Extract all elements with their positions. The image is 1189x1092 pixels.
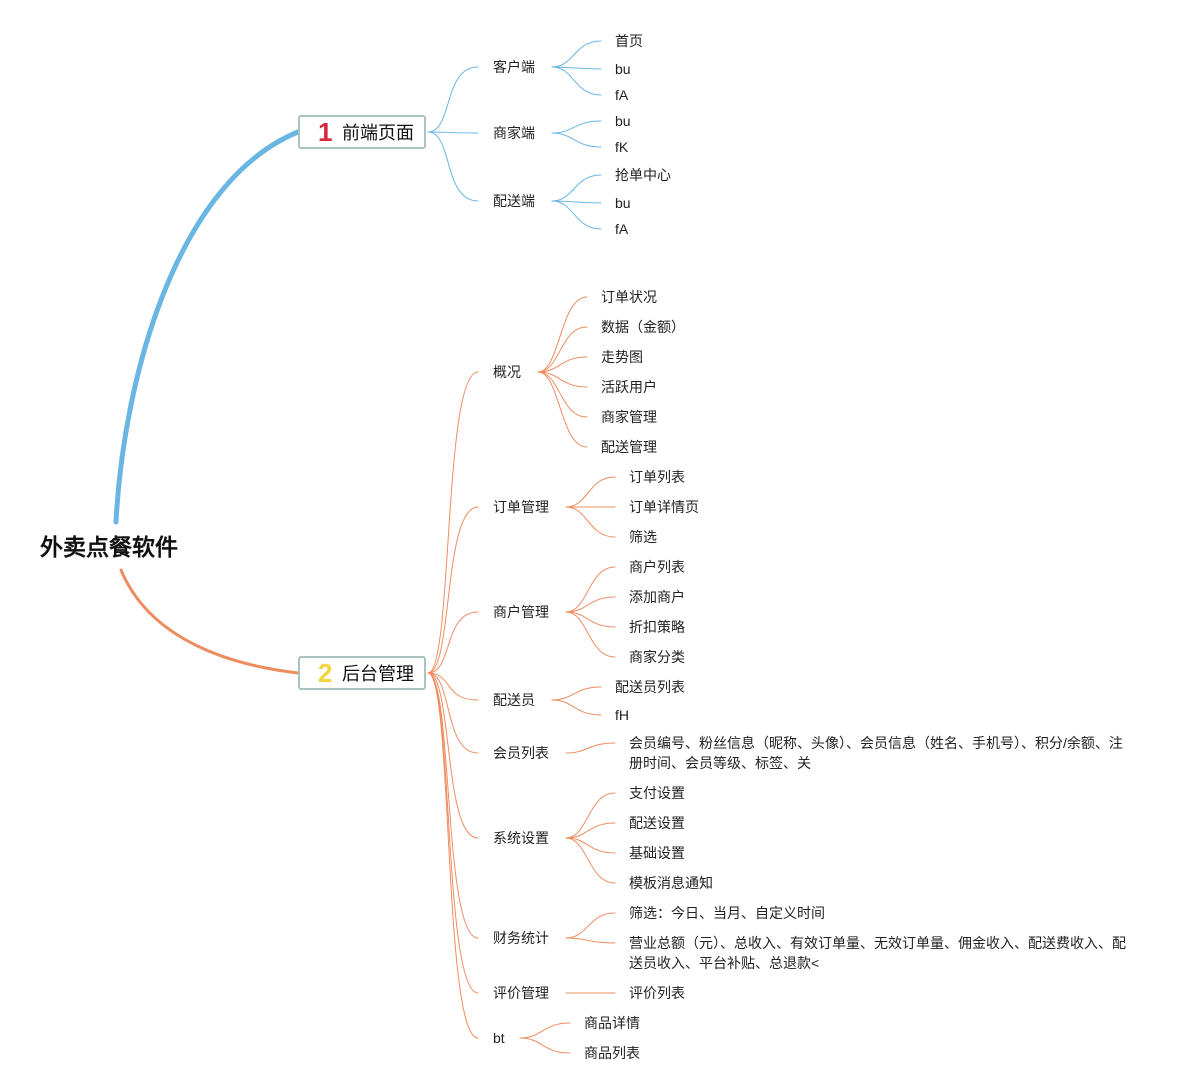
leaf-b2-8-0[interactable]: 商品详情 bbox=[584, 1015, 640, 1031]
link-b2-sub-2-leaf-0 bbox=[565, 566, 616, 613]
link-b2-sub-2 bbox=[427, 611, 479, 674]
link-b2-sub-8 bbox=[427, 672, 479, 1039]
subtopic-b2-6[interactable]: 财务统计 bbox=[493, 930, 549, 946]
leaf-b1-0-1[interactable]: bu bbox=[615, 61, 631, 77]
link-b1-sub-2-leaf-0 bbox=[551, 174, 602, 202]
leaf-b2-2-0[interactable]: 商户列表 bbox=[629, 559, 685, 575]
link-b2-sub-8-leaf-0 bbox=[519, 1022, 571, 1039]
leaf-b2-5-2[interactable]: 基础设置 bbox=[629, 845, 685, 861]
link-b2-sub-3-leaf-0 bbox=[551, 686, 602, 701]
link-b2-sub-0-leaf-1 bbox=[537, 326, 588, 373]
link-b2-sub-5 bbox=[427, 672, 479, 839]
link-b2-sub-2-leaf-1 bbox=[565, 596, 616, 613]
link-b1-sub-1-leaf-0 bbox=[551, 120, 602, 134]
link-b2-sub-1 bbox=[427, 506, 479, 674]
leaf-b2-6-1[interactable]: 营业总额（元）、总收入、有效订单量、无效订单量、佣金收入、配送费收入、配送员收入… bbox=[629, 935, 1126, 971]
link-b1-sub-2 bbox=[427, 131, 479, 202]
subtopic-b2-3[interactable]: 配送员 bbox=[493, 692, 535, 708]
branch-title: 后台管理 bbox=[342, 664, 414, 684]
leaf-b2-2-3[interactable]: 商家分类 bbox=[629, 649, 685, 665]
subtopic-b2-4[interactable]: 会员列表 bbox=[493, 745, 549, 761]
leaf-b2-1-1[interactable]: 订单详情页 bbox=[629, 499, 699, 515]
leaf-b1-2-1[interactable]: bu bbox=[615, 195, 631, 211]
link-b1-sub-1 bbox=[427, 131, 479, 134]
root-link-branch-2 bbox=[119, 568, 300, 675]
leaf-b1-2-2[interactable]: fA bbox=[615, 221, 629, 237]
link-b2-sub-3 bbox=[427, 672, 479, 701]
leaf-b2-0-1[interactable]: 数据（金额） bbox=[601, 319, 685, 335]
branch-number-2: 2 bbox=[318, 658, 333, 688]
leaf-b2-2-2[interactable]: 折扣策略 bbox=[629, 619, 685, 635]
subtopic-b1-0[interactable]: 客户端 bbox=[493, 59, 535, 75]
link-b2-sub-6-leaf-0 bbox=[565, 912, 616, 939]
link-b2-sub-8-leaf-1 bbox=[519, 1037, 571, 1054]
branch-number-1: 1 bbox=[318, 117, 333, 147]
link-b2-sub-7 bbox=[427, 672, 479, 994]
branch-frontend[interactable]: 1 前端页面 bbox=[298, 115, 426, 149]
leaf-b2-3-0[interactable]: 配送员列表 bbox=[615, 679, 685, 695]
leaf-b1-2-0[interactable]: 抢单中心 bbox=[615, 167, 671, 183]
leaf-b2-4-0[interactable]: 会员编号、粉丝信息（昵称、头像）、会员信息（姓名、手机号）、积分/余额、注册时间… bbox=[629, 735, 1123, 771]
leaf-b2-5-1[interactable]: 配送设置 bbox=[629, 815, 685, 831]
leaf-b2-5-3[interactable]: 模板消息通知 bbox=[629, 875, 713, 891]
link-b2-sub-6 bbox=[427, 672, 479, 939]
leaf-b1-0-2[interactable]: fA bbox=[615, 87, 629, 103]
leaf-b2-2-1[interactable]: 添加商户 bbox=[629, 589, 685, 605]
link-b2-sub-4-leaf-0 bbox=[565, 742, 616, 754]
link-b2-sub-5-leaf-1 bbox=[565, 822, 616, 839]
link-b2-sub-5-leaf-3 bbox=[565, 837, 616, 884]
leaf-b1-1-0[interactable]: bu bbox=[615, 113, 631, 129]
branch-backend[interactable]: 2 后台管理 bbox=[298, 656, 426, 690]
subtopic-b2-0[interactable]: 概况 bbox=[493, 364, 521, 380]
leaf-b1-0-0[interactable]: 首页 bbox=[615, 33, 643, 49]
leaf-b2-1-0[interactable]: 订单列表 bbox=[629, 469, 685, 485]
branch-title: 前端页面 bbox=[342, 123, 414, 143]
link-b2-sub-0 bbox=[427, 371, 479, 674]
link-b2-sub-2-leaf-3 bbox=[565, 611, 616, 658]
leaf-b2-1-2[interactable]: 筛选 bbox=[629, 529, 657, 545]
leaf-b2-0-3[interactable]: 活跃用户 bbox=[601, 379, 657, 395]
link-b2-sub-3-leaf-1 bbox=[551, 699, 602, 716]
root-topic[interactable]: 外卖点餐软件 bbox=[40, 534, 178, 560]
link-b2-sub-0-leaf-4 bbox=[537, 371, 588, 418]
leaf-b2-0-4[interactable]: 商家管理 bbox=[601, 409, 657, 425]
root-link-branch-1 bbox=[113, 129, 301, 525]
subtopic-b1-1[interactable]: 商家端 bbox=[493, 125, 535, 141]
leaf-b1-1-1[interactable]: fK bbox=[615, 139, 629, 155]
link-b2-sub-0-leaf-0 bbox=[537, 296, 588, 373]
leaf-b2-7-0[interactable]: 评价列表 bbox=[629, 985, 685, 1001]
subtopic-b2-8[interactable]: bt bbox=[493, 1030, 505, 1046]
link-b1-sub-2-leaf-2 bbox=[551, 200, 602, 230]
subtopic-b2-1[interactable]: 订单管理 bbox=[493, 499, 549, 515]
link-b2-sub-1-leaf-0 bbox=[565, 476, 616, 508]
subtopic-b2-2[interactable]: 商户管理 bbox=[493, 604, 549, 620]
subtopic-b2-7[interactable]: 评价管理 bbox=[493, 985, 549, 1001]
leaf-b2-3-1[interactable]: fH bbox=[615, 707, 629, 723]
link-b2-sub-6-leaf-1 bbox=[565, 937, 616, 944]
link-b2-sub-1-leaf-2 bbox=[565, 506, 616, 538]
link-b1-sub-0-leaf-0 bbox=[551, 40, 602, 68]
link-b2-sub-0-leaf-5 bbox=[537, 371, 588, 448]
link-b2-sub-5-leaf-0 bbox=[565, 792, 616, 839]
leaf-b2-0-5[interactable]: 配送管理 bbox=[601, 439, 657, 455]
link-b1-sub-0 bbox=[427, 66, 479, 133]
leaf-b2-5-0[interactable]: 支付设置 bbox=[629, 785, 685, 801]
link-b1-sub-0-leaf-2 bbox=[551, 66, 602, 96]
link-b2-sub-0-leaf-2 bbox=[537, 356, 588, 373]
link-b1-sub-1-leaf-1 bbox=[551, 132, 602, 148]
link-b2-sub-4 bbox=[427, 672, 479, 754]
subtopic-b2-5[interactable]: 系统设置 bbox=[493, 830, 549, 846]
subtopic-b1-2[interactable]: 配送端 bbox=[493, 193, 535, 209]
leaf-b2-6-0[interactable]: 筛选：今日、当月、自定义时间 bbox=[629, 905, 825, 921]
leaf-b2-0-0[interactable]: 订单状况 bbox=[601, 289, 657, 305]
leaf-b2-0-2[interactable]: 走势图 bbox=[601, 349, 643, 365]
leaf-b2-8-1[interactable]: 商品列表 bbox=[584, 1045, 640, 1061]
